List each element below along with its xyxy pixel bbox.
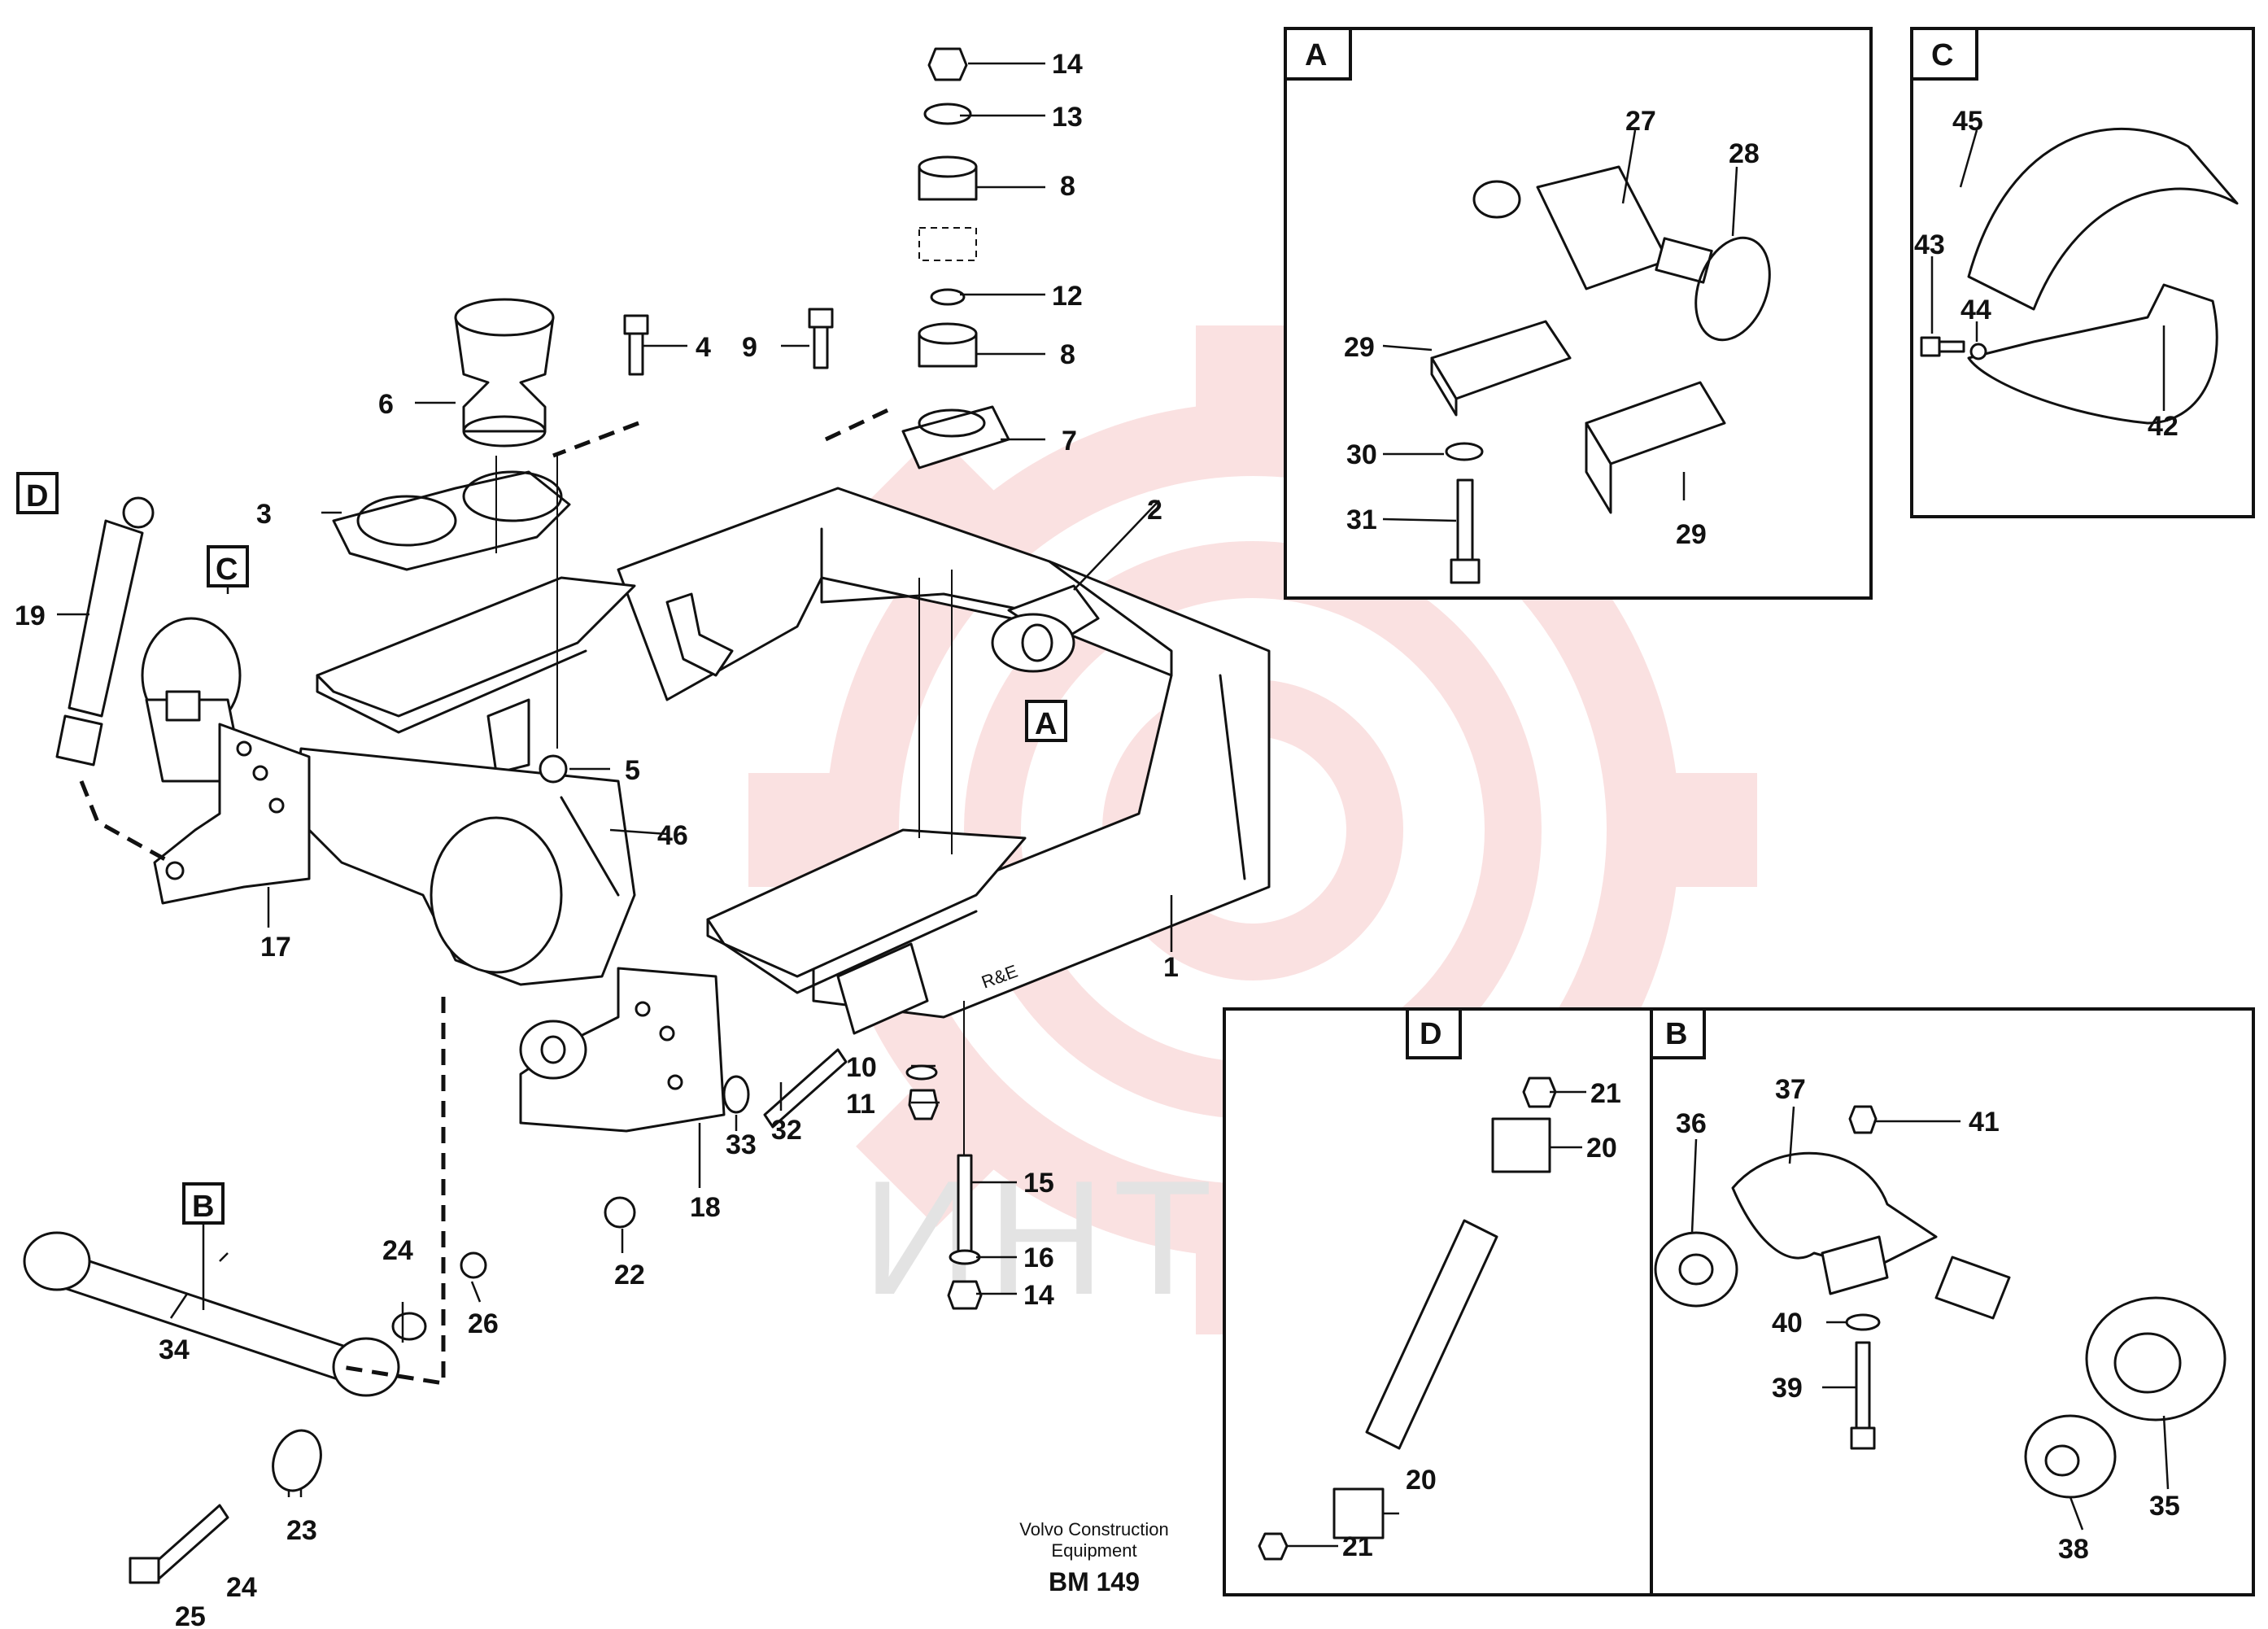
label-13: 13	[1052, 102, 1083, 133]
label-41: 41	[1969, 1107, 2000, 1138]
small-parts	[391, 754, 983, 1341]
dash-d-shock	[79, 780, 172, 865]
footer-block: Volvo Construction Equipment BM 149	[1019, 1519, 1168, 1596]
main-labels: 2 1 3 4 5 6 7 8 8 9 10 11 12 13 14 15 16…	[15, 49, 1179, 1629]
label-29a: 29	[1344, 332, 1375, 363]
inset-a: A 27 28 29 30 31 29	[1284, 27, 1873, 600]
label-24b: 24	[226, 1572, 257, 1603]
brand-line-1: Volvo Construction	[1019, 1519, 1168, 1539]
inset-b-tag: B	[1665, 1017, 1687, 1051]
tag-c-main: C	[207, 545, 249, 587]
label-21a: 21	[1590, 1078, 1621, 1109]
label-38: 38	[2058, 1534, 2089, 1565]
label-2: 2	[1147, 495, 1162, 526]
label-25: 25	[175, 1601, 206, 1629]
tag-a-main: A	[1025, 700, 1067, 742]
tag-d-main: D	[16, 472, 59, 514]
centre-lines	[918, 570, 965, 1155]
leader-lines	[57, 62, 1173, 1497]
label-14a: 14	[1052, 49, 1083, 80]
label-1: 1	[1163, 952, 1179, 983]
label-11: 11	[846, 1089, 875, 1120]
label-15: 15	[1023, 1168, 1054, 1199]
drawing-code: BM 149	[1049, 1567, 1140, 1596]
bracket-17	[153, 723, 311, 905]
label-26: 26	[468, 1308, 499, 1339]
label-24a: 24	[382, 1235, 413, 1266]
shock-absorber-19	[55, 496, 155, 766]
svg-text:B: B	[192, 1190, 214, 1224]
dash-b-rod	[341, 997, 446, 1386]
label-30: 30	[1346, 439, 1377, 470]
label-23: 23	[286, 1515, 317, 1546]
label-16: 16	[1023, 1242, 1054, 1273]
label-28: 28	[1729, 138, 1760, 169]
brand-line-2: Equipment	[1051, 1540, 1136, 1561]
label-7: 7	[1062, 426, 1077, 456]
bolt-9	[808, 308, 834, 369]
label-17: 17	[260, 932, 291, 963]
tag-b-main: B	[182, 1182, 225, 1225]
label-21b: 21	[1342, 1531, 1373, 1562]
label-19: 19	[15, 601, 46, 631]
label-43: 43	[1914, 229, 1945, 260]
label-27: 27	[1625, 106, 1656, 137]
label-14b: 14	[1023, 1280, 1054, 1311]
label-46: 46	[657, 820, 688, 851]
label-20a: 20	[1586, 1133, 1617, 1164]
label-5: 5	[625, 755, 640, 786]
rubber-mount-6	[454, 298, 555, 448]
label-8a: 8	[1060, 171, 1075, 202]
plate-3	[332, 470, 571, 571]
label-12: 12	[1052, 281, 1083, 312]
label-36: 36	[1676, 1108, 1707, 1139]
label-39: 39	[1772, 1373, 1803, 1404]
dash-9	[824, 404, 896, 442]
inset-c-tag: C	[1931, 38, 1953, 72]
label-42: 42	[2148, 411, 2179, 442]
label-44: 44	[1961, 295, 1991, 325]
label-10: 10	[846, 1052, 877, 1083]
label-29b: 29	[1676, 519, 1707, 550]
inset-c: C 45 43 44 42	[1910, 27, 2255, 518]
bolt-4	[623, 314, 649, 376]
label-4: 4	[696, 332, 711, 363]
label-8b: 8	[1060, 339, 1075, 370]
label-31: 31	[1346, 504, 1377, 535]
label-9: 9	[742, 332, 757, 363]
label-40: 40	[1772, 1308, 1803, 1339]
label-32: 32	[771, 1115, 802, 1146]
dash-4	[552, 421, 639, 458]
reaction-rod-34	[23, 1231, 400, 1584]
inset-a-tag: A	[1305, 38, 1327, 72]
label-22: 22	[614, 1260, 645, 1291]
main-frame: R&E	[316, 487, 1271, 1035]
label-20b: 20	[1406, 1465, 1437, 1496]
label-34: 34	[159, 1334, 190, 1365]
centre-lines-2	[495, 456, 558, 749]
label-3: 3	[256, 499, 272, 530]
label-45: 45	[1952, 106, 1983, 137]
svg-text:D: D	[26, 479, 48, 513]
label-18: 18	[690, 1192, 721, 1223]
label-35: 35	[2149, 1491, 2180, 1522]
mount-stack	[901, 47, 1010, 469]
svg-text:A: A	[1035, 707, 1057, 741]
inset-d: D 21 20 20 21	[1223, 1007, 1653, 1596]
label-33: 33	[726, 1129, 757, 1160]
svg-text:C: C	[216, 552, 238, 587]
axle-housing	[141, 617, 636, 986]
inset-d-tag: D	[1420, 1017, 1441, 1051]
bracket-18	[519, 967, 726, 1133]
inset-b: B 36 37 41 40 39 38 35	[1650, 1007, 2255, 1596]
label-37: 37	[1775, 1074, 1806, 1105]
label-6: 6	[378, 389, 394, 420]
